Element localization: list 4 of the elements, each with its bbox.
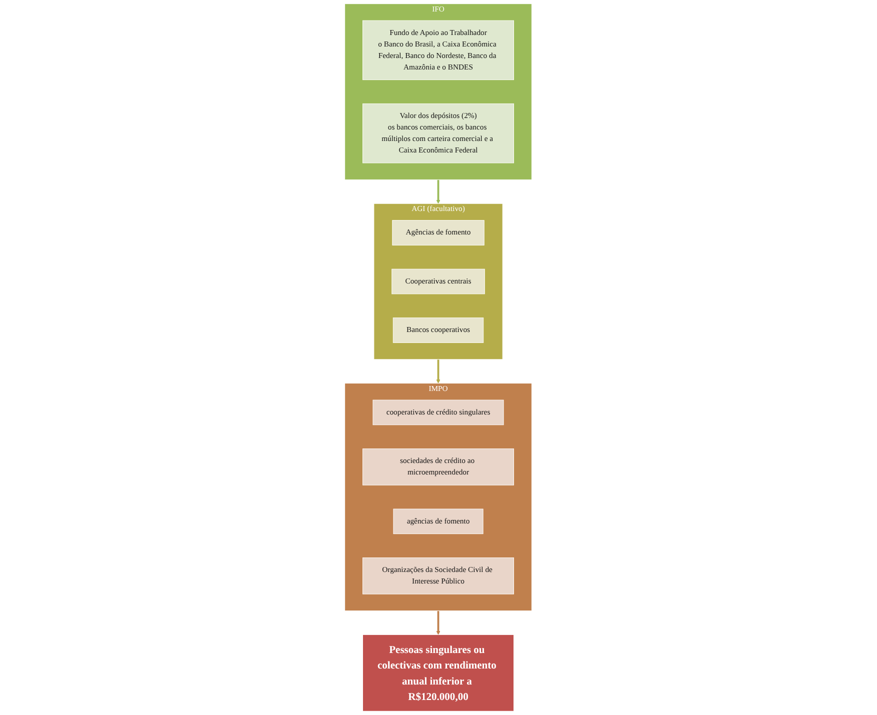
arrow	[436, 610, 441, 635]
node-box: Pessoas singulares ou colectivas com rendimento anual inferior a R$120.000,00	[362, 634, 514, 712]
arrow	[436, 359, 441, 384]
arrow	[436, 180, 441, 204]
